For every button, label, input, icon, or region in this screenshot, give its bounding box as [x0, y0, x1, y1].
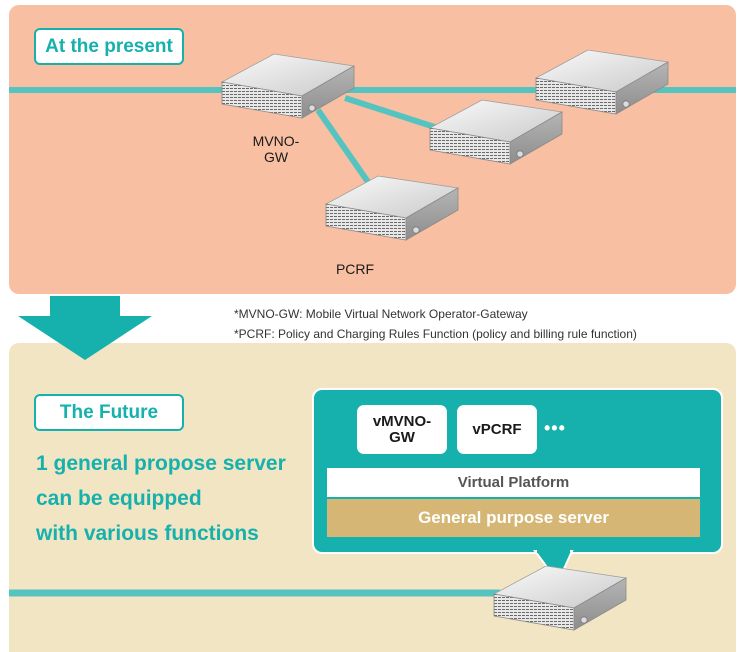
tagline-line2: can be equipped	[36, 487, 202, 510]
mvno-gw-label-line2: GW	[263, 149, 289, 165]
mvno-gw-label-line1: MVNO-	[252, 133, 300, 149]
tagline-line3: with various functions	[36, 522, 259, 545]
down-arrow-icon	[18, 296, 152, 360]
vpcrf-box: vPCRF	[457, 405, 537, 454]
future-tag: The Future	[34, 394, 184, 431]
present-tag: At the present	[34, 28, 184, 65]
virtual-platform-layer: Virtual Platform	[327, 468, 700, 497]
pcrf-label: PCRF	[335, 261, 375, 277]
tagline-line1: 1 general propose server	[36, 452, 286, 475]
vmvno-gw-line2: GW	[389, 428, 415, 446]
more-functions-ellipsis: •••	[544, 418, 566, 438]
note-mvno-gw: *MVNO-GW: Mobile Virtual Network Operato…	[234, 307, 528, 321]
general-purpose-server-layer: General purpose server	[327, 499, 700, 537]
note-pcrf: *PCRF: Policy and Charging Rules Functio…	[234, 327, 637, 341]
mvno-gw-label: MVNO- GW	[246, 133, 306, 165]
vmvno-gw-line1: vMVNO-	[372, 412, 432, 430]
vmvno-gw-box: vMVNO- GW	[357, 405, 447, 454]
